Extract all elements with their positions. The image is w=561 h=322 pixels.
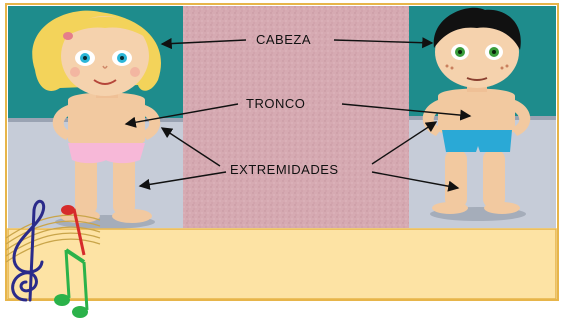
- limbs-arrow-left-leg: [138, 171, 227, 190]
- limbs-arrow-right-leg: [371, 171, 460, 192]
- label-head: CABEZA: [256, 32, 311, 47]
- trunk-arrow-left: [124, 103, 239, 128]
- head-arrow-left: [160, 37, 247, 50]
- music-notes-icon: [5, 205, 101, 318]
- bottom-banner: [7, 228, 557, 300]
- limbs-arrow-right-arm: [371, 121, 438, 165]
- limbs-arrow-left-arm: [160, 127, 221, 167]
- label-limbs: EXTREMIDADES: [230, 162, 339, 177]
- boy-figure: [422, 7, 531, 221]
- label-trunk: TRONCO: [246, 96, 305, 111]
- girl-figure: [32, 10, 161, 229]
- treble-clef-icon: [11, 199, 46, 302]
- center-panel: [183, 6, 409, 228]
- trunk-arrow-right: [341, 103, 472, 121]
- head-arrow-right: [333, 37, 434, 49]
